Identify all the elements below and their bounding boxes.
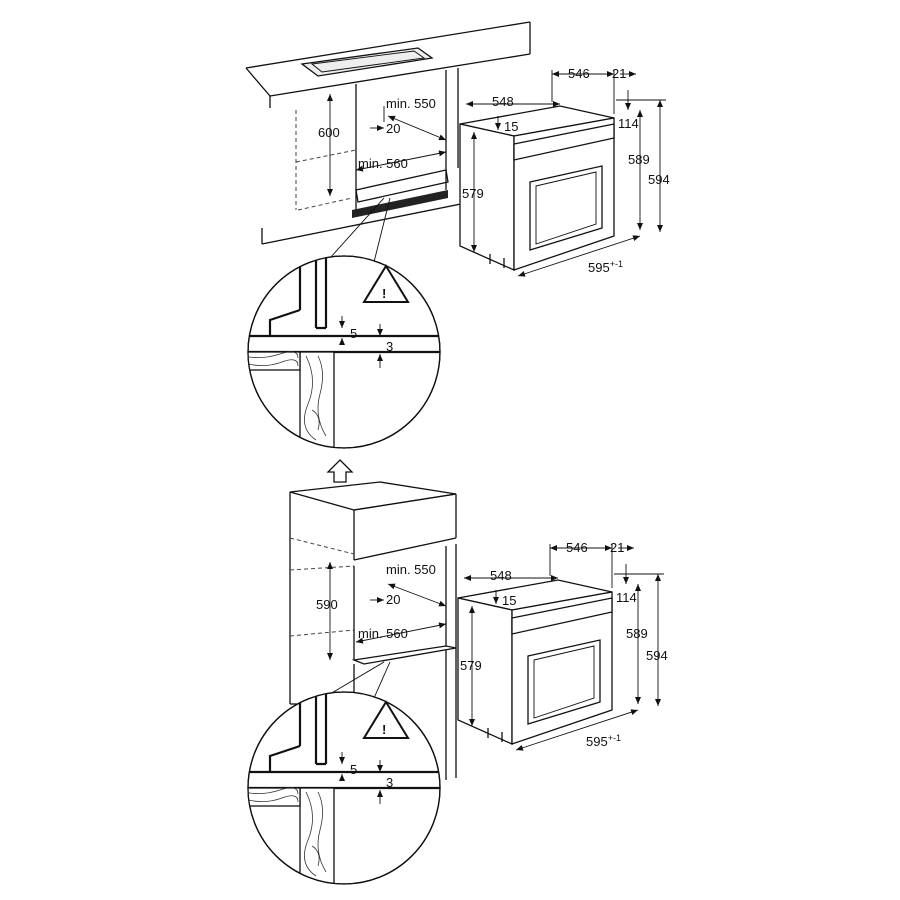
oven-top-offset-label: 15 — [504, 119, 518, 134]
niche-min-depth-label: min. 550 — [386, 562, 436, 577]
up-arrow-icon — [326, 459, 354, 483]
detail-callout: ! 5 3 — [247, 661, 441, 885]
detail-gap-bottom-label: 3 — [386, 339, 393, 354]
worktop — [245, 21, 531, 97]
oven-dimensions: 546 21 548 15 579 114 589 594 595+-1 — [462, 66, 670, 277]
oven-panel-thickness-label: 21 — [612, 66, 626, 81]
detail-gap-top-label: 5 — [350, 326, 357, 341]
oven-panel-offset-label: 114 — [618, 116, 639, 131]
niche-gap-label: 20 — [386, 592, 400, 607]
oven-body-height-label: 589 — [626, 626, 648, 641]
tall-cabinet — [289, 481, 457, 780]
niche-dimensions: 600 min. 550 20 min. 560 — [318, 94, 447, 196]
oven-body-height-label: 589 — [628, 152, 650, 167]
oven-depth-total-label: 548 — [490, 568, 512, 583]
top-installation: 600 min. 550 20 min. 560 — [245, 21, 670, 449]
oven-front-height-label: 579 — [462, 186, 484, 201]
bottom-installation: 590 min. 550 20 min. 560 546 21 — [247, 459, 668, 885]
plinth-strip — [352, 190, 448, 218]
oven-window — [527, 639, 601, 725]
oven — [457, 579, 613, 746]
oven-front-height-label: 579 — [460, 658, 482, 673]
niche-gap-label: 20 — [386, 121, 400, 136]
oven-depth-body-label: 546 — [566, 540, 588, 555]
oven-dimensions: 546 21 548 15 579 114 589 594 595+-1 — [460, 540, 668, 751]
oven-panel-thickness-label: 21 — [610, 540, 624, 555]
niche-min-width-label: min. 560 — [358, 626, 408, 641]
oven-total-height-label: 594 — [648, 172, 670, 187]
detail-callout: ! 5 3 — [247, 197, 441, 449]
oven-panel-offset-label: 114 — [616, 590, 637, 605]
niche-height-label: 590 — [316, 597, 338, 612]
oven-depth-body-label: 546 — [568, 66, 590, 81]
niche-min-depth-label: min. 550 — [386, 96, 436, 111]
cabinet — [261, 68, 581, 245]
oven-width-label: 595+-1 — [588, 259, 623, 275]
oven-width-label: 595+-1 — [586, 733, 621, 749]
svg-text:!: ! — [382, 722, 386, 737]
oven-top-offset-label: 15 — [502, 593, 516, 608]
niche-height-label: 600 — [318, 125, 340, 140]
oven-depth-total-label: 548 — [492, 94, 514, 109]
warning-triangle-icon: ! — [362, 700, 410, 739]
oven-window — [529, 165, 603, 251]
detail-gap-top-label: 5 — [350, 762, 357, 777]
detail-gap-bottom-label: 3 — [386, 775, 393, 790]
niche-min-width-label: min. 560 — [358, 156, 408, 171]
oven-total-height-label: 594 — [646, 648, 668, 663]
niche-dimensions: 590 min. 550 20 min. 560 — [316, 562, 447, 660]
svg-text:!: ! — [382, 286, 386, 301]
hob-icon — [300, 47, 434, 77]
warning-triangle-icon: ! — [362, 264, 410, 303]
